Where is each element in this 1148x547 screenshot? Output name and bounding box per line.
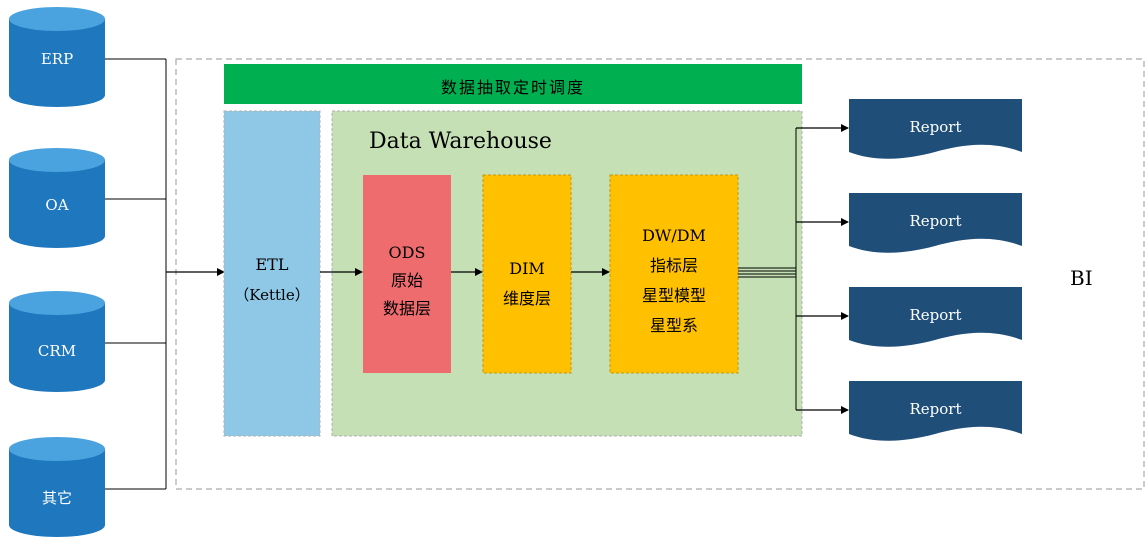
report-label-3: Report bbox=[909, 306, 962, 324]
dwdm-line-3: 星型模型 bbox=[641, 286, 706, 305]
warehouse-title: Data Warehouse bbox=[369, 129, 552, 154]
database-erp-icon bbox=[9, 7, 105, 107]
ods-label: ODS 原始 数据层 bbox=[363, 239, 451, 323]
scheduler-bar bbox=[224, 64, 802, 104]
database-crm-icon bbox=[9, 291, 105, 392]
report-label-4: Report bbox=[909, 400, 962, 418]
dim-line-2: 维度层 bbox=[502, 289, 551, 308]
ods-line-3: 数据层 bbox=[382, 299, 431, 318]
etl-tool: （Kettle） bbox=[234, 286, 310, 304]
report-connectors bbox=[738, 128, 797, 410]
dim-label: DIM 维度层 bbox=[483, 254, 571, 314]
report-label-1: Report bbox=[909, 118, 962, 136]
report-4-icon bbox=[849, 381, 1022, 441]
scheduler-label: 数据抽取定时调度 bbox=[440, 78, 585, 97]
source-label-oa: OA bbox=[45, 196, 69, 214]
dim-line-1: DIM bbox=[509, 259, 545, 278]
report-1-icon bbox=[849, 99, 1022, 159]
bi-label: BI bbox=[1070, 266, 1093, 290]
etl-title: ETL bbox=[255, 255, 289, 274]
dwdm-line-2: 指标层 bbox=[649, 256, 698, 275]
source-label-crm: CRM bbox=[37, 342, 77, 360]
source-connectors bbox=[105, 58, 167, 490]
source-label-erp: ERP bbox=[40, 50, 74, 68]
report-label-2: Report bbox=[909, 212, 962, 230]
dwdm-box bbox=[609, 174, 739, 374]
database-other-icon bbox=[9, 437, 105, 537]
dwdm-line-1: DW/DM bbox=[642, 226, 706, 245]
bi-boundary bbox=[175, 58, 1145, 490]
ods-line-2: 原始 bbox=[390, 271, 423, 290]
database-oa-icon bbox=[9, 148, 105, 248]
report-3-icon bbox=[849, 287, 1022, 347]
ods-box bbox=[363, 175, 451, 373]
dwdm-line-4: 星型系 bbox=[649, 316, 698, 335]
source-label-other: 其它 bbox=[41, 489, 72, 507]
report-2-icon bbox=[849, 193, 1022, 253]
dwdm-label: DW/DM 指标层 星型模型 星型系 bbox=[610, 221, 738, 341]
ods-line-1: ODS bbox=[388, 243, 426, 262]
etl-box bbox=[223, 110, 321, 437]
dim-box bbox=[482, 174, 572, 374]
